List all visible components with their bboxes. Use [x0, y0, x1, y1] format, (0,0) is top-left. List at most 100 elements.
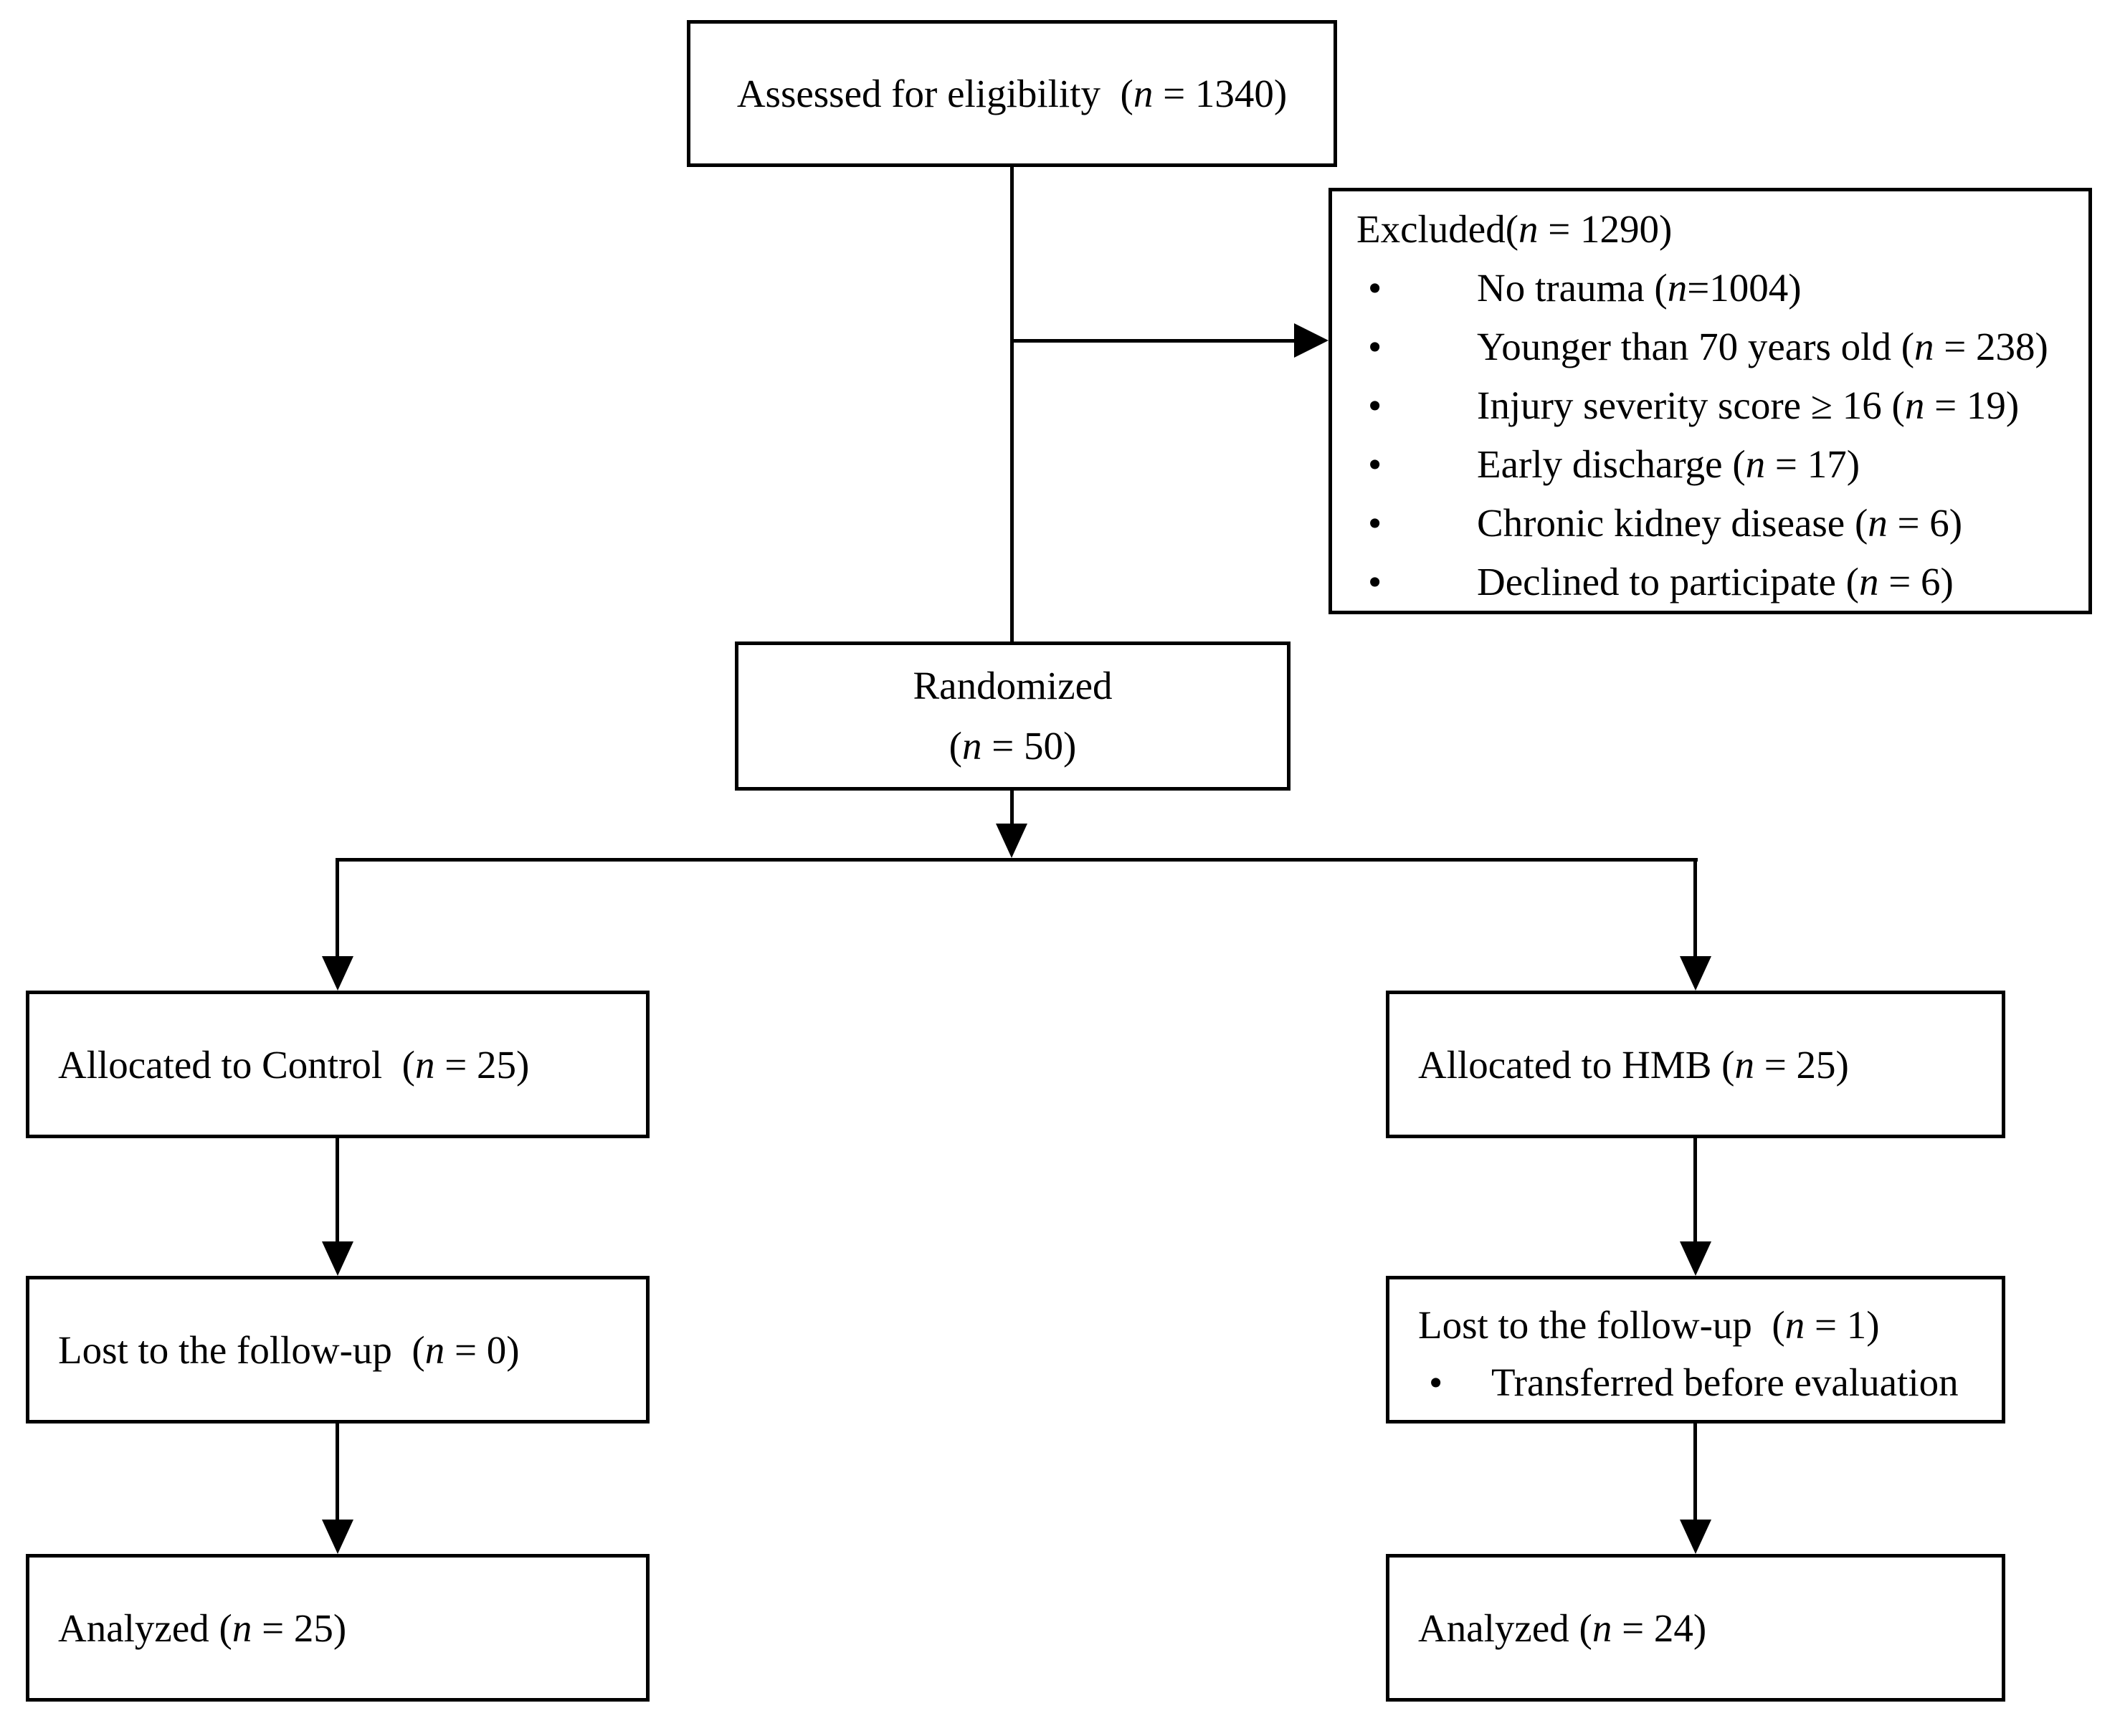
branch-line: [336, 858, 1698, 862]
label-text: = 50): [981, 724, 1077, 768]
label-text: = 0): [445, 1327, 520, 1372]
label-text: Chronic kidney disease (: [1477, 501, 1868, 545]
n-italic: n: [961, 724, 982, 768]
label-text: No trauma (: [1477, 266, 1668, 310]
lost-followup-control-label: Lost to the follow-up (n = 0): [58, 1327, 520, 1373]
label-text: = 19): [1924, 383, 2020, 427]
allocated-hmb-box: Allocated to HMB (n = 25): [1386, 991, 2005, 1138]
list-item: • Injury severity score ≥ 16 (n = 19): [1356, 376, 2076, 435]
list-item-label: Transferred before evaluation: [1491, 1360, 1959, 1404]
n-italic: n: [1904, 383, 1925, 427]
bullet-icon: •: [1368, 325, 1382, 368]
label-text: Excluded(: [1356, 207, 1519, 251]
bullet-icon: •: [1368, 383, 1382, 427]
connector-hmb-lost: [1693, 1138, 1697, 1243]
label-text: Injury severity score ≥ 16 (: [1477, 383, 1905, 427]
randomized-box: Randomized (n = 50): [735, 642, 1290, 791]
label-text: = 1290): [1538, 207, 1673, 251]
label-text: Declined to participate (: [1477, 560, 1859, 604]
n-italic: n: [1858, 560, 1879, 604]
connector-excluded: [1010, 339, 1296, 343]
n-italic: n: [1914, 325, 1934, 368]
label-text: Lost to the follow-up (: [1418, 1303, 1785, 1347]
label-text: = 1340): [1153, 72, 1288, 115]
allocated-control-box: Allocated to Control (n = 25): [26, 991, 650, 1138]
allocated-control-label: Allocated to Control (n = 25): [58, 1042, 529, 1087]
arrowhead-down-icon: [322, 1520, 353, 1554]
n-italic: n: [1734, 1042, 1754, 1087]
arrowhead-right-icon: [1294, 323, 1328, 358]
connector-lost-analyzed-control: [336, 1423, 339, 1521]
connector-branch-control: [336, 860, 339, 958]
n-italic: n: [424, 1327, 445, 1372]
allocated-hmb-label: Allocated to HMB (n = 25): [1418, 1042, 1849, 1087]
arrowhead-down-icon: [1680, 956, 1711, 991]
connector-branch-hmb: [1693, 860, 1697, 958]
label-text: Younger than 70 years old (: [1477, 325, 1915, 368]
label-text: = 17): [1765, 442, 1860, 486]
n-italic: n: [1518, 207, 1539, 251]
connector-randomized-branch: [1010, 791, 1014, 826]
randomized-count: (n = 50): [913, 716, 1113, 776]
label-text: (: [949, 724, 962, 768]
n-italic: n: [1667, 266, 1688, 310]
n-italic: n: [1133, 72, 1154, 115]
arrowhead-down-icon: [996, 824, 1027, 858]
n-italic: n: [414, 1042, 435, 1087]
bullet-icon: •: [1429, 1360, 1443, 1404]
analyzed-hmb-label: Analyzed (n = 24): [1418, 1606, 1706, 1651]
arrowhead-down-icon: [322, 956, 353, 991]
n-italic: n: [1784, 1303, 1805, 1347]
label-text: Randomized: [913, 664, 1113, 707]
label-text: = 25): [252, 1606, 347, 1650]
list-item-label: Chronic kidney disease (n = 6): [1477, 494, 1962, 553]
list-item: • Younger than 70 years old (n = 238): [1356, 318, 2076, 376]
arrowhead-down-icon: [1680, 1520, 1711, 1554]
excluded-title: Excluded(n = 1290): [1356, 200, 2076, 259]
list-item-label: Declined to participate (n = 6): [1477, 553, 1954, 611]
analyzed-hmb-box: Analyzed (n = 24): [1386, 1554, 2005, 1702]
analyzed-control-label: Analyzed (n = 25): [58, 1606, 346, 1651]
label-text: Allocated to Control (: [58, 1042, 415, 1087]
assessed-box: Assessed for eligibility (n = 1340): [687, 20, 1337, 167]
list-item: • Chronic kidney disease (n = 6): [1356, 494, 2076, 553]
n-italic: n: [232, 1606, 252, 1650]
assessed-label: Assessed for eligibility (n = 1340): [737, 71, 1287, 116]
list-item: • Declined to participate (n = 6): [1356, 553, 2076, 611]
lost-followup-hmb-box: Lost to the follow-up (n = 1) • Transferr…: [1386, 1276, 2005, 1423]
bullet-icon: •: [1368, 560, 1382, 604]
label-text: = 24): [1612, 1606, 1707, 1650]
arrowhead-down-icon: [322, 1241, 353, 1276]
label-text: Analyzed (: [58, 1606, 232, 1650]
label-text: = 238): [1934, 325, 2048, 368]
list-item-label: No trauma (n=1004): [1477, 259, 1802, 318]
bullet-icon: •: [1368, 501, 1382, 545]
connector-control-lost: [336, 1138, 339, 1243]
list-item-label: Injury severity score ≥ 16 (n = 19): [1477, 376, 2019, 435]
label-text: = 25): [1754, 1042, 1849, 1087]
list-item-label: Younger than 70 years old (n = 238): [1477, 318, 2048, 376]
connector-lost-analyzed-hmb: [1693, 1423, 1697, 1521]
list-item-label: Early discharge (n = 17): [1477, 435, 1860, 494]
list-item: • Transferred before evaluation: [1418, 1354, 1989, 1411]
bullet-icon: •: [1368, 442, 1382, 486]
label-text: Early discharge (: [1477, 442, 1746, 486]
label-text: = 6): [1887, 501, 1963, 545]
n-italic: n: [1592, 1606, 1612, 1650]
randomized-label: Randomized (n = 50): [913, 656, 1113, 776]
label-text: = 1): [1805, 1303, 1880, 1347]
lost-followup-control-box: Lost to the follow-up (n = 0): [26, 1276, 650, 1423]
label-text: Analyzed (: [1418, 1606, 1592, 1650]
lost-followup-hmb-reasons-list: • Transferred before evaluation: [1418, 1354, 1989, 1411]
n-italic: n: [1868, 501, 1888, 545]
list-item: •No trauma (n=1004): [1356, 259, 2076, 318]
n-italic: n: [1745, 442, 1766, 486]
label-text: = 25): [434, 1042, 530, 1087]
list-item: • Early discharge (n = 17): [1356, 435, 2076, 494]
excluded-reasons-list: •No trauma (n=1004) •Younger than 70 yea…: [1356, 259, 2076, 611]
excluded-box: Excluded(n = 1290) •No trauma (n=1004) •…: [1328, 188, 2092, 614]
label-text: = 6): [1878, 560, 1954, 604]
connector-assessed-randomized: [1010, 167, 1014, 642]
label-text: Assessed for eligibility (: [736, 72, 1133, 115]
